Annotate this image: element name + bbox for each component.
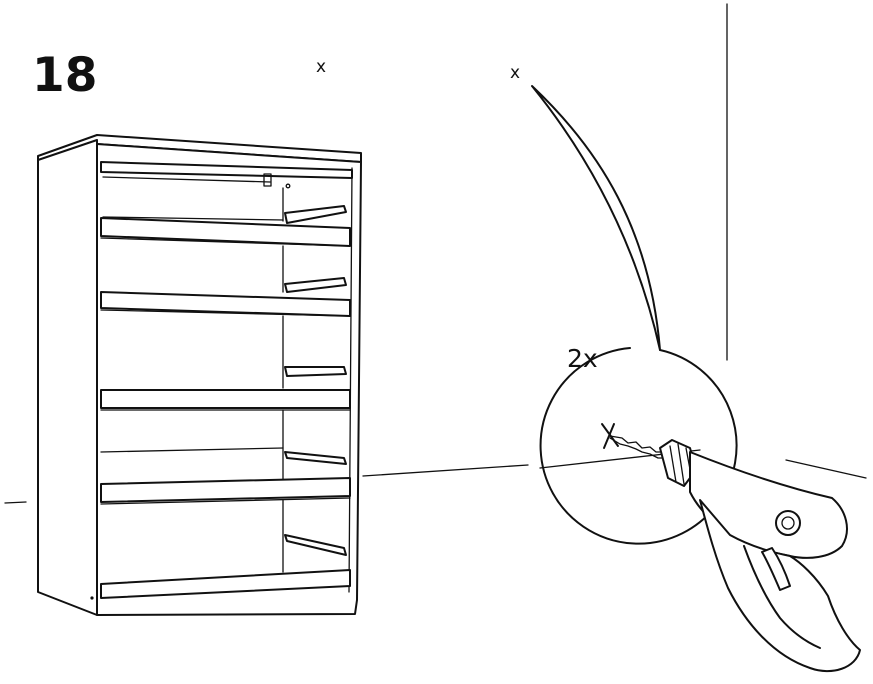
quantity-label: 2x <box>567 344 598 373</box>
step-number: 18 <box>32 48 98 103</box>
wall-mark-left: x <box>316 57 327 77</box>
drill-icon <box>609 435 861 673</box>
dresser-illustration <box>37 134 362 616</box>
wall-mark-right: x <box>510 63 521 83</box>
drill-point-icon <box>601 423 619 449</box>
callout-pointer <box>531 85 661 351</box>
wall-corner <box>4 3 867 504</box>
